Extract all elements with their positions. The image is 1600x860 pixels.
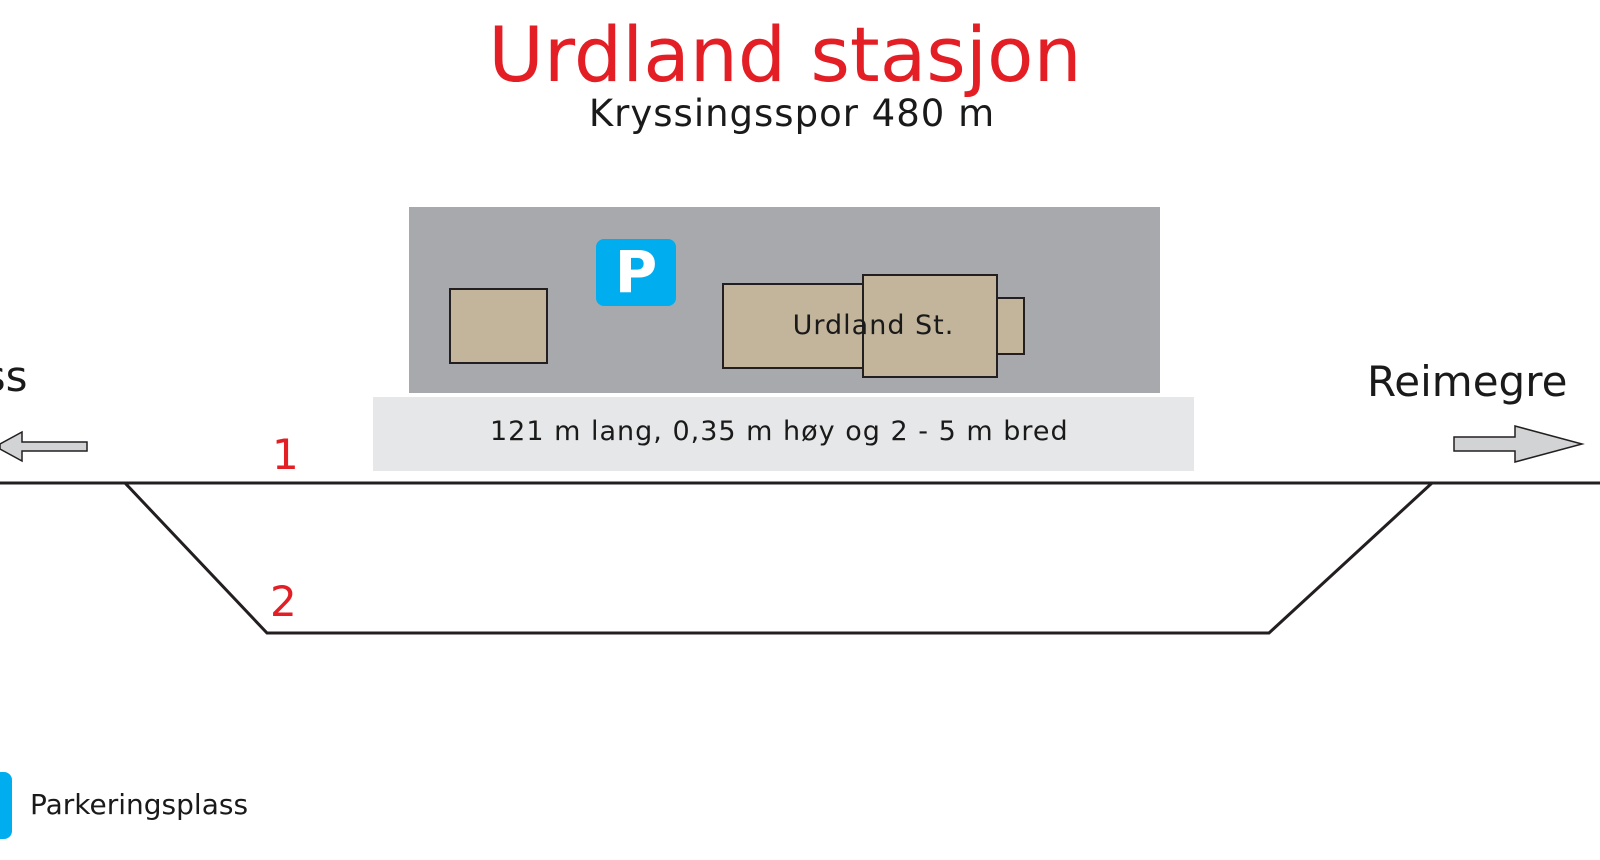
arrow-left-icon <box>0 430 88 463</box>
outbuilding <box>449 288 548 364</box>
arrow-right-icon <box>1453 425 1585 463</box>
legend-parking-label: Parkeringsplass <box>30 788 249 821</box>
track-2-number: 2 <box>270 577 297 626</box>
platform <box>373 397 1194 471</box>
track-1-number: 1 <box>272 430 299 479</box>
destination-right-label: Reimegre <box>1367 357 1568 406</box>
destination-left-label: oss <box>0 352 28 401</box>
station-building-label: Urdland St. <box>792 310 955 341</box>
page-title: Urdland stasjon <box>488 10 1082 99</box>
platform-dimensions: 121 m lang, 0,35 m høy og 2 - 5 m bred <box>490 416 1069 447</box>
station-building-annex <box>996 297 1025 355</box>
station-building-main <box>862 274 998 378</box>
legend-parking-icon <box>0 772 12 839</box>
track-2-line <box>123 481 1434 635</box>
parking-icon: P <box>596 239 676 306</box>
page-subtitle: Kryssingsspor 480 m <box>588 92 996 135</box>
